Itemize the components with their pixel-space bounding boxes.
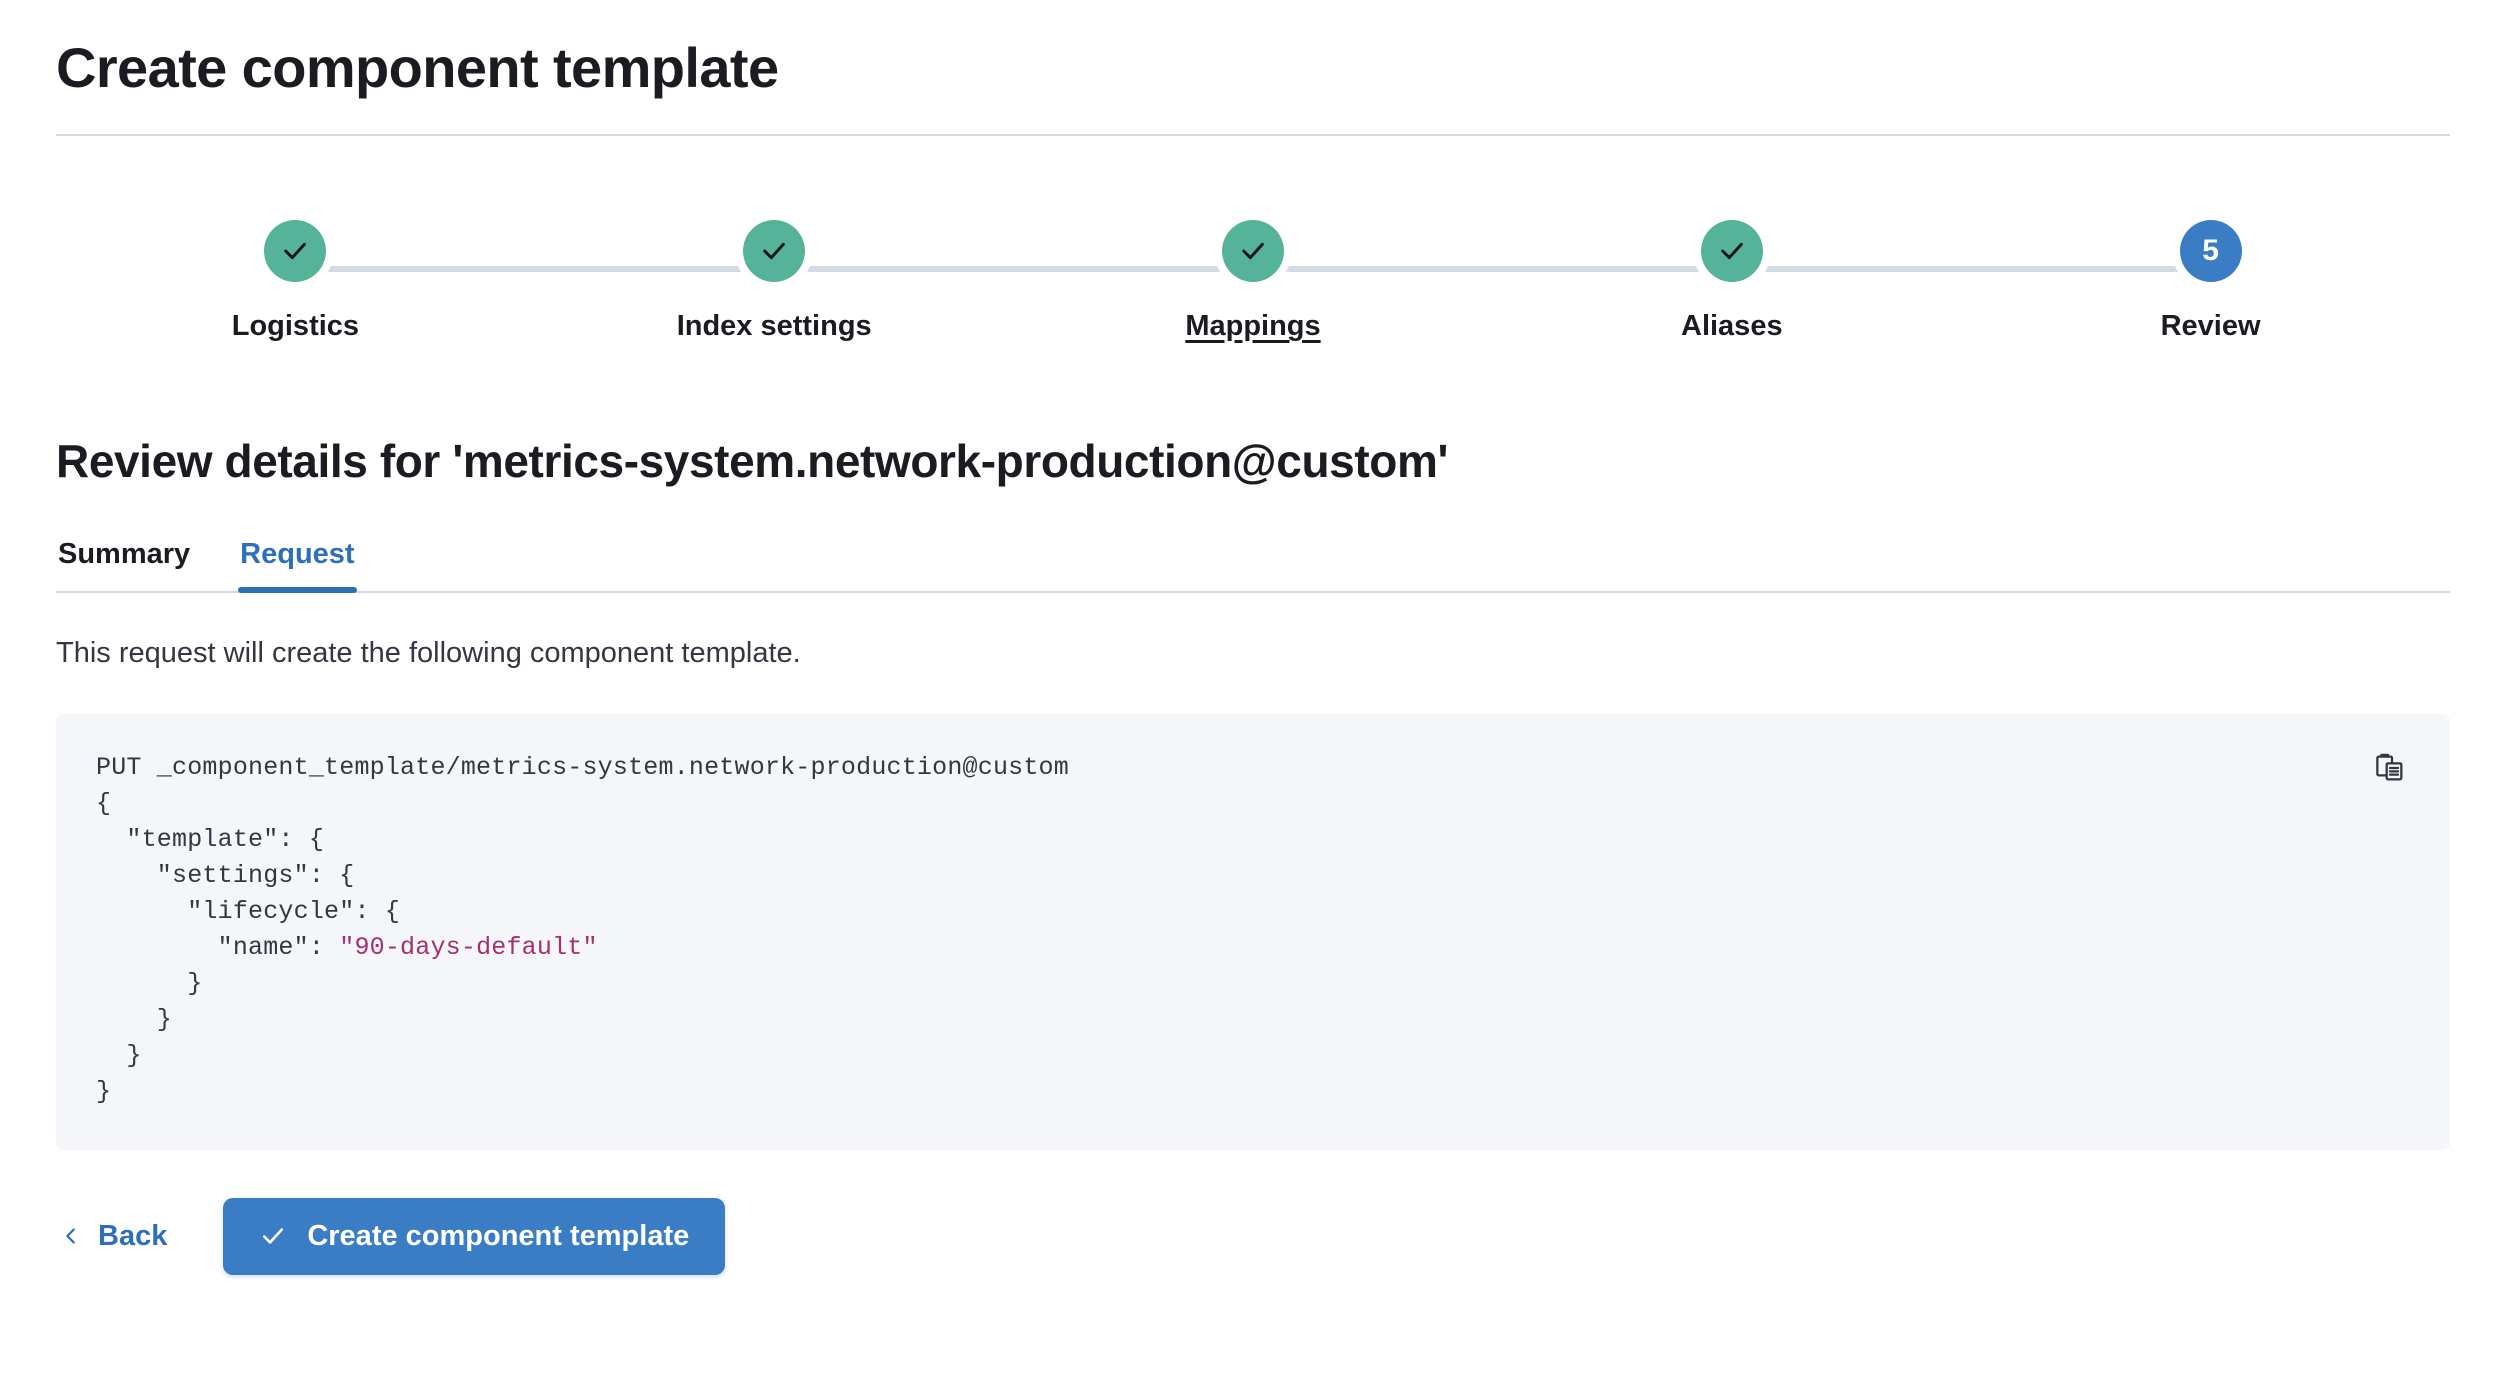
back-button[interactable]: Back	[56, 1212, 171, 1261]
create-component-template-button[interactable]: Create component template	[223, 1197, 726, 1275]
check-icon	[263, 1228, 284, 1245]
stepper-step-label: Logistics	[231, 310, 360, 343]
tab-request[interactable]: Request	[238, 538, 358, 594]
check-icon	[763, 243, 785, 260]
stepper-step-index-settings[interactable]: Index settings	[535, 220, 1014, 343]
stepper-step-label: Index settings	[676, 310, 872, 343]
clipboard-copy-glyph	[2376, 753, 2403, 781]
stepper-step-aliases[interactable]: Aliases	[1492, 220, 1971, 343]
step-complete-check-icon	[743, 220, 806, 283]
stepper-step-label: Mappings	[1185, 310, 1321, 343]
review-tabs: Summary Request	[56, 538, 2450, 594]
code-body-after: } } } }	[96, 968, 203, 1106]
stepper-step-label: Aliases	[1681, 310, 1783, 343]
stepper-step-logistics[interactable]: Logistics	[56, 220, 535, 343]
check-icon	[284, 243, 307, 260]
check-icon	[1242, 243, 1264, 260]
step-complete-check-icon	[1700, 220, 1763, 283]
chevron-left-icon	[66, 1228, 75, 1245]
back-button-label: Back	[98, 1219, 168, 1252]
code-request-line: PUT _component_template/metrics-system.n…	[96, 752, 1069, 782]
step-number-badge: 5	[2179, 220, 2242, 283]
request-code-block: PUT _component_template/metrics-system.n…	[56, 713, 2450, 1150]
step-complete-check-icon	[264, 220, 327, 283]
step-complete-check-icon	[1221, 220, 1284, 283]
step-number: 5	[2202, 234, 2219, 268]
create-component-template-label: Create component template	[307, 1219, 690, 1252]
request-description: This request will create the following c…	[56, 637, 801, 670]
wizard-actions: Back Create component template	[56, 1197, 2450, 1275]
page-title: Create component template	[56, 36, 779, 99]
tab-summary[interactable]: Summary	[56, 538, 192, 591]
request-code-text: PUT _component_template/metrics-system.n…	[96, 750, 2410, 1110]
stepper-step-label: Review	[2160, 310, 2261, 343]
code-body-before: { "template": { "settings": { "lifecycle…	[96, 788, 401, 962]
clipboard-copy-icon[interactable]	[2368, 746, 2412, 790]
check-icon	[1720, 243, 1743, 260]
stepper-step-mappings[interactable]: Mappings	[1014, 220, 1493, 343]
title-divider	[56, 134, 2450, 137]
code-lifecycle-value: "90-days-default"	[339, 932, 598, 962]
review-section-title: Review details for 'metrics-system.netwo…	[56, 435, 1448, 488]
